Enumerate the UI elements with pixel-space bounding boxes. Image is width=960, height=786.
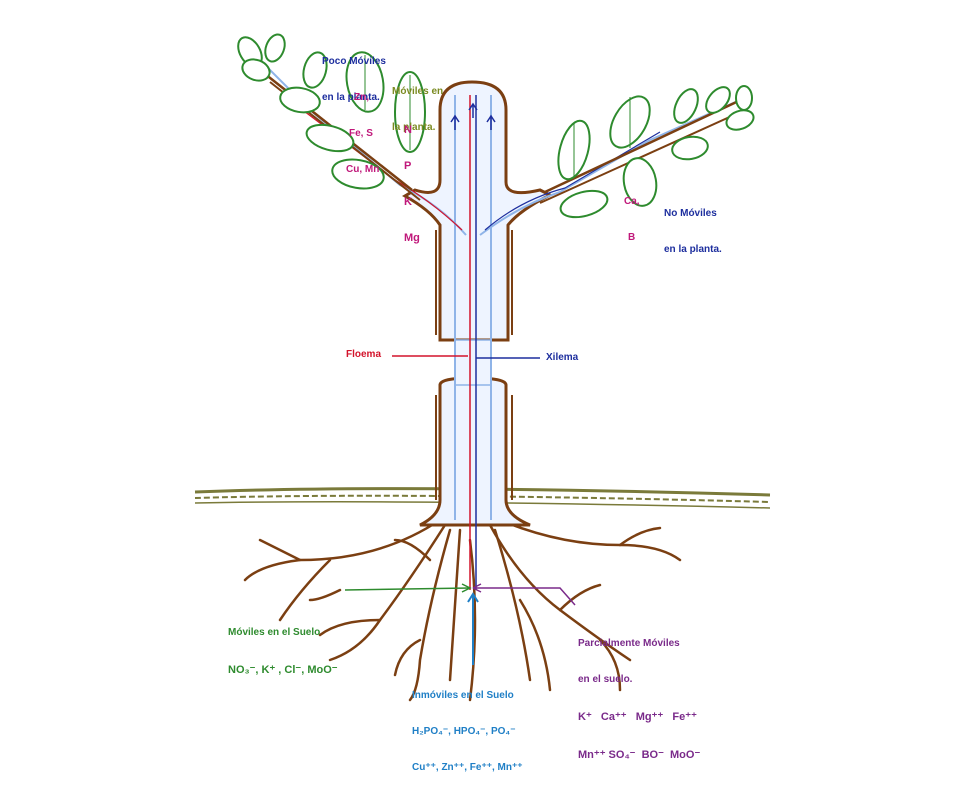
parcialmente-line2: en el suelo.: [578, 674, 633, 685]
no-moviles-line2: en la planta.: [664, 244, 722, 255]
parcialmente-moviles-label: Parcialmente Móviles en el suelo. K⁺ Ca⁺…: [578, 614, 700, 774]
moviles-planta-line2: la planta.: [392, 122, 436, 133]
moviles-planta-label: Móviles en la planta.: [392, 62, 443, 146]
no-moviles-elements: Ca, B: [624, 172, 640, 256]
parcialmente-line3: K⁺ Ca⁺⁺ Mg⁺⁺ Fe⁺⁺: [578, 711, 697, 723]
soil-arrows: [344, 355, 576, 665]
floema-label: Floema: [346, 349, 382, 360]
moviles-suelo-line1: Móviles en el Suelo: [228, 627, 321, 638]
trunk: [402, 80, 554, 527]
poco-moviles-elements-3: Cu, Mn: [346, 164, 380, 175]
leaves: [237, 33, 755, 219]
moviles-planta-p: P: [404, 160, 412, 172]
plant-nutrient-mobility-diagram: [194, 33, 771, 702]
moviles-planta-line1: Móviles en: [392, 86, 444, 97]
poco-moviles-elements: Zn, Fe, S Cu, Mn: [346, 68, 379, 188]
moviles-planta-elements: N P K Mg: [404, 100, 420, 256]
inmoviles-line3: Cu⁺⁺, Zn⁺⁺, Fe⁺⁺, Mn⁺⁺: [412, 762, 523, 773]
parcialmente-line4: Mn⁺⁺ SO₄⁻ BO⁻ MoO⁻: [578, 749, 701, 761]
moviles-suelo-label: Móviles en el Suelo NO₃⁻, K⁺ , Cl⁻, MoO⁻: [228, 603, 338, 689]
inmoviles-suelo-label: Inmóviles en el Suelo H₂PO₄⁻, HPO₄⁻, PO₄…: [412, 666, 523, 786]
moviles-planta-n: N: [404, 124, 412, 136]
inmoviles-line2: H₂PO₄⁻, HPO₄⁻, PO₄⁻: [412, 726, 516, 737]
xilema-label: Xilema: [546, 352, 579, 363]
parcialmente-line1: Parcialmente Móviles: [578, 638, 680, 649]
no-moviles-line1: No Móviles: [664, 208, 717, 219]
poco-moviles-line2: en la planta.: [322, 92, 380, 103]
no-moviles-ca: Ca,: [624, 196, 640, 207]
roots: [243, 518, 682, 702]
no-moviles-label: No Móviles en la planta.: [664, 184, 722, 268]
poco-moviles-elements-2: Fe, S: [349, 128, 373, 139]
no-moviles-b: B: [628, 232, 636, 243]
inmoviles-line1: Inmóviles en el Suelo: [412, 690, 514, 701]
moviles-planta-k: K: [404, 196, 412, 208]
moviles-planta-mg: Mg: [404, 232, 420, 244]
moviles-suelo-line2: NO₃⁻, K⁺ , Cl⁻, MoO⁻: [228, 664, 338, 676]
poco-moviles-line1: Poco Móviles: [322, 56, 386, 67]
poco-moviles-elements-1: Zn,: [354, 92, 369, 103]
poco-moviles-label: Poco Móviles en la planta.: [322, 32, 386, 116]
